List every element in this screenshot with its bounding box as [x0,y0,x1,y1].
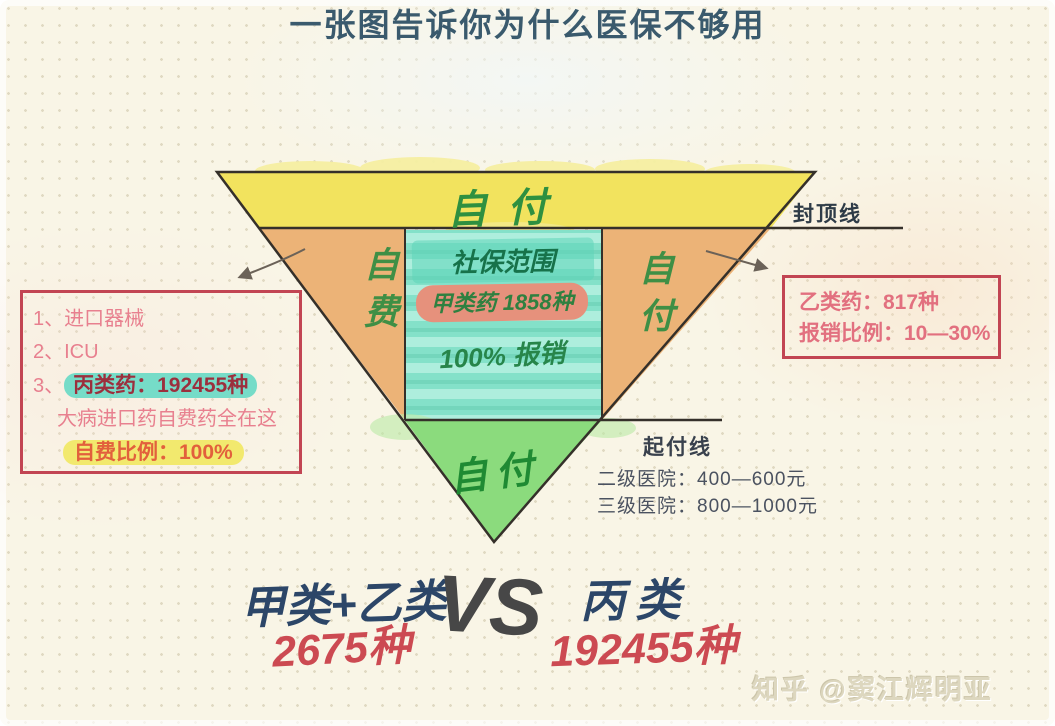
left-box-item-class-c: 3、丙类药：192455种 [33,369,291,403]
left-self-expense-label: 自费 [359,246,398,340]
left-box-item-class-c-prefix: 3、 [33,375,65,397]
tier3-hospital-range: 三级医院：800—1000元 [597,496,818,517]
left-box-item-icu: 2、ICU [33,341,99,363]
class-c-count-highlight: 丙类药：192455种 [64,373,258,398]
left-box-item-note: 大病进口药自费药全在这 [57,408,277,430]
class-b-reimburse-ratio-label: 报销比例：10—30% [799,322,991,345]
watermark: 知乎 @窦江辉明亚 [752,675,993,705]
left-box-item-imported-devices: 1、进口器械 [33,308,145,330]
arrow-to-left-box [237,248,306,280]
yellow-band-shape [217,172,815,228]
comparison-left-value: 2675种 [271,621,413,677]
right-info-box: 乙类药：817种 报销比例：10—30% [782,275,1001,359]
cap-line-label: 封顶线 [793,203,862,226]
right-self-pay-shape [602,228,771,420]
deductible-line-label: 起付线 [643,436,712,459]
right-self-pay-label: 自付 [634,250,673,344]
left-box-item-self-ratio: 自费比例：100% [33,436,291,470]
class-b-count-label: 乙类药：817种 [799,291,940,314]
page-title: 一张图告诉你为什么医保不够用 [289,7,766,43]
self-pay-ratio-highlight: 自费比例：100% [63,440,244,465]
triangle-outline [214,170,818,544]
comparison-right-value: 192455种 [549,621,738,677]
class-a-drug-label: 甲类药 1858种 [415,282,589,323]
top-band-self-pay-label: 自付 [446,184,568,234]
left-info-box: 1、进口器械 2、ICU 3、丙类药：192455种 大病进口药自费药全在这 自… [20,290,302,474]
tier2-hospital-range: 二级医院：400—600元 [597,469,807,490]
vs-label: VS [433,558,546,653]
arrow-to-right-box [705,250,769,272]
social-insurance-title: 社保范围 [411,237,595,284]
bottom-self-pay-shape [405,420,602,542]
